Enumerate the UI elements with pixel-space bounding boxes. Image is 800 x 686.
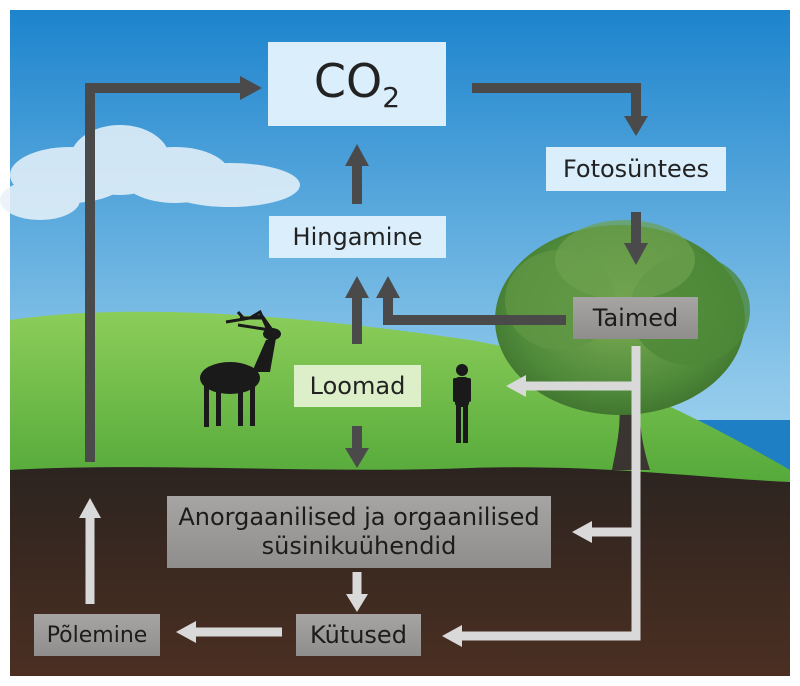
co2-node: CO2 (268, 42, 446, 126)
arrow-polemine-to-co2 (85, 83, 240, 462)
light-arrowheads (79, 375, 592, 647)
loomad-node: Loomad (294, 365, 421, 407)
hingamine-node: Hingamine (269, 216, 446, 258)
dark-arrows (85, 83, 641, 462)
polemine-node: Põlemine (34, 614, 160, 656)
kutused-label: Kütused (310, 621, 407, 649)
arrow-taimed-to-hingamine (383, 298, 566, 325)
light-arrows (85, 346, 641, 641)
hingamine-label: Hingamine (292, 223, 423, 251)
deer-silhouette-icon (200, 309, 281, 427)
kutused-node: Kütused (296, 614, 421, 656)
arrow-co2-to-fotosuntees (472, 83, 641, 116)
co2-main-text: CO (313, 53, 383, 108)
fotosuntees-label: Fotosüntees (562, 155, 710, 183)
loomad-label: Loomad (309, 372, 406, 400)
co2-subscript: 2 (382, 81, 401, 115)
arrow-taimed-to-kutused (462, 346, 641, 641)
polemine-label: Põlemine (46, 622, 148, 648)
dark-arrowheads (240, 76, 648, 468)
co2-label: CO2 (314, 54, 400, 114)
fotosuntees-node: Fotosüntees (546, 147, 726, 191)
anorganic-line-1: Anorgaanilised ja orgaanilised (178, 503, 540, 532)
anorganic-line-2: süsinikuühendid (261, 532, 457, 560)
taimed-node: Taimed (573, 297, 698, 339)
human-silhouette-icon (453, 364, 471, 443)
anorganic-compounds-node: Anorgaanilised ja orgaanilised süsinikuü… (167, 496, 551, 568)
taimed-label: Taimed (592, 304, 679, 332)
